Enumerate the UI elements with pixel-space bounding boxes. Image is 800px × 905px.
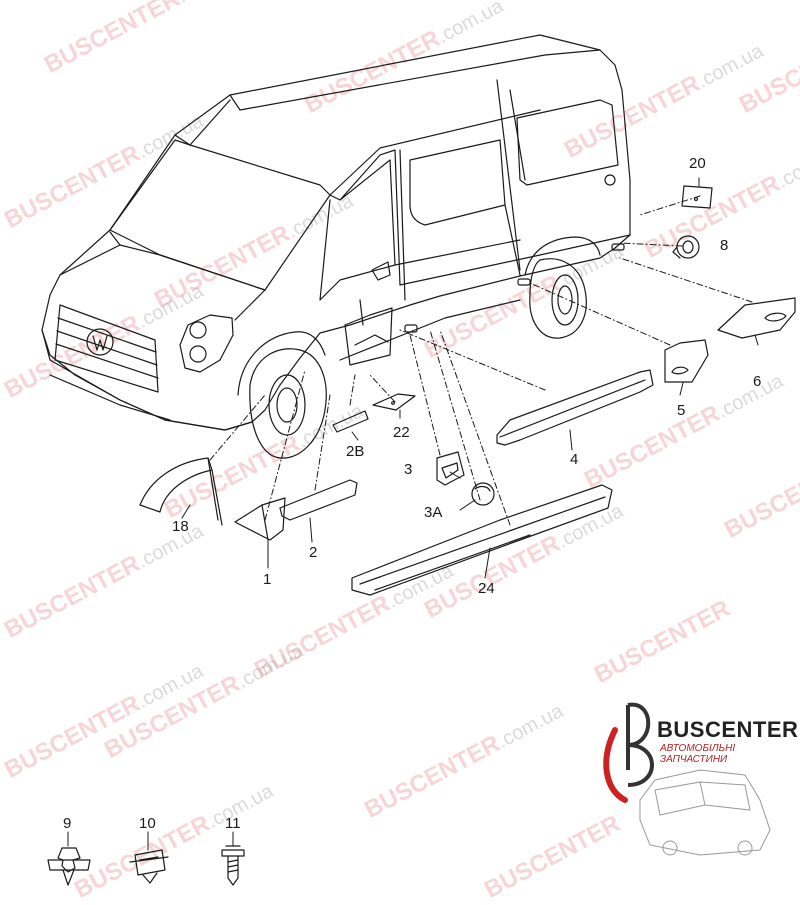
part-24-sill	[351, 484, 613, 596]
callout-18: 18	[172, 518, 189, 535]
callout-9: 9	[63, 815, 72, 832]
part-1-arch-trim	[234, 497, 286, 541]
callout-20: 20	[689, 155, 706, 172]
callout-2b: 2B	[346, 443, 365, 460]
van-body	[41, 34, 631, 459]
callout-2: 2	[309, 544, 318, 561]
callout-6: 6	[753, 373, 762, 390]
callout-8: 8	[720, 237, 729, 254]
part-2b-strip	[332, 410, 369, 433]
part-4-door-strip	[496, 369, 654, 446]
part-22-clip	[372, 393, 416, 411]
buscenter-logo-name: BUSCENTER	[657, 717, 799, 742]
callout-4: 4	[570, 451, 579, 468]
part-6-rear-trim	[717, 297, 796, 339]
part-8-grommet	[672, 235, 700, 259]
part-20-plate	[681, 185, 713, 209]
part-11-screw	[221, 845, 245, 886]
part-9-clip	[47, 847, 91, 886]
part-18-arch	[139, 457, 223, 526]
buscenter-logo-tagline: АВТОМОБІЛЬНІ ЗАПЧАСТИНИ	[660, 743, 736, 765]
callout-3a: 3A	[424, 504, 443, 521]
callout-24: 24	[478, 580, 495, 597]
part-10-clip	[129, 849, 169, 884]
part-2-strip	[279, 479, 358, 521]
buscenter-logo-mark	[603, 702, 771, 856]
part-3a-cap	[471, 482, 495, 506]
callout-22: 22	[393, 424, 410, 441]
part-3-bracket	[436, 451, 465, 486]
callout-3: 3	[404, 461, 413, 478]
callout-1: 1	[263, 571, 272, 588]
callout-11: 11	[225, 815, 241, 832]
leader-lines	[209, 195, 753, 526]
callout-10: 10	[139, 815, 156, 832]
part-5-trim	[664, 339, 709, 383]
callout-5: 5	[677, 402, 686, 419]
